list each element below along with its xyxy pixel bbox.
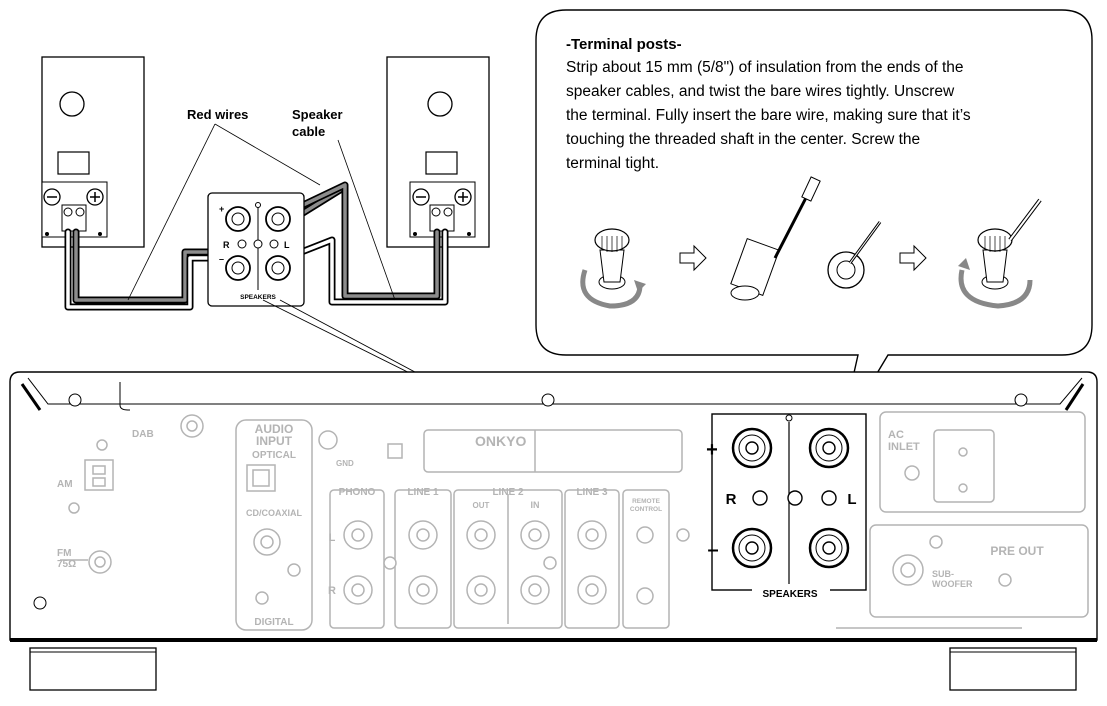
wire-labels: Red wires Speaker cable: [127, 107, 396, 301]
ac-label: AC: [888, 429, 904, 441]
left-speaker: [41, 56, 145, 248]
wire-insert-icon: [730, 176, 821, 301]
small-l-label: L: [284, 240, 290, 250]
dab-label: DAB: [132, 429, 154, 440]
speaker-plus-label: +: [706, 439, 718, 461]
callout-title: -Terminal posts-: [566, 36, 682, 53]
small-minus-label: –: [219, 254, 224, 264]
optical-label: OPTICAL: [252, 450, 296, 461]
channel-l-label: L: [329, 532, 336, 544]
speakers-terminal-block: + – R L SPEAKERS: [706, 413, 867, 600]
cd-coaxial-label: CD/COAXIAL: [246, 508, 303, 518]
callout-line-3: the terminal. Fully insert the bare wire…: [566, 107, 971, 124]
brand-logo: ONKYO: [475, 433, 526, 449]
digital-label: DIGITAL: [254, 617, 293, 628]
phono-label: PHONO: [339, 487, 376, 498]
in-label: IN: [531, 500, 540, 510]
line2-label: LINE 2: [492, 487, 524, 498]
callout-line-1: Strip about 15 mm (5/8") of insulation f…: [566, 59, 964, 76]
line1-label: LINE 1: [407, 487, 439, 498]
channel-r-label: R: [328, 585, 336, 597]
out-label: OUT: [473, 501, 490, 510]
control-label: CONTROL: [630, 506, 662, 513]
line3-label: LINE 3: [576, 487, 608, 498]
callout-line-4: touching the threaded shaft in the cente…: [566, 131, 920, 148]
speaker-l-label: L: [847, 491, 856, 508]
red-wires-label: Red wires: [187, 107, 248, 122]
panel-labels: DAB AM FM 75Ω AUDIO INPUT OPTICAL CD/COA…: [57, 422, 1044, 628]
fm-label: FM: [57, 548, 71, 559]
speaker-cable-label-line1: Speaker: [292, 107, 343, 122]
fm-ohm-label: 75Ω: [57, 559, 76, 570]
speaker-r-label: R: [726, 491, 737, 508]
speaker-terminal-detail: + – R L SPEAKERS: [207, 192, 305, 307]
input-label: INPUT: [256, 434, 293, 448]
speaker-minus-label: –: [707, 539, 718, 561]
right-arrow-icon: [679, 244, 707, 272]
audio-label: AUDIO: [255, 422, 294, 436]
small-r-label: R: [223, 240, 230, 250]
wire-in-shaft-icon: [827, 221, 882, 289]
woofer-label: WOOFER: [932, 579, 973, 589]
callout-line-2: speaker cables, and twist the bare wires…: [566, 83, 955, 100]
small-speakers-label: SPEAKERS: [240, 294, 276, 301]
inlet-label: INLET: [888, 441, 920, 453]
gnd-label: GND: [336, 459, 354, 468]
right-arrow-icon-2: [899, 244, 927, 272]
terminal-tighten-icon: [958, 198, 1042, 309]
right-speaker: [386, 56, 490, 248]
speakers-label: SPEAKERS: [762, 589, 817, 600]
terminal-unscrew-icon: [580, 228, 646, 309]
callout-line-5: terminal tight.: [566, 155, 659, 172]
terminal-posts-callout: -Terminal posts- Strip about 15 mm (5/8"…: [535, 9, 1093, 436]
small-plus-label: +: [219, 204, 224, 214]
sub-label: SUB-: [932, 569, 954, 579]
am-label: AM: [57, 479, 73, 490]
speaker-cable-label-line2: cable: [292, 124, 325, 139]
pre-out-label: PRE OUT: [990, 544, 1044, 558]
receiver-rear-panel: DAB AM FM 75Ω AUDIO INPUT OPTICAL CD/COA…: [9, 371, 1098, 691]
remote-label: REMOTE: [632, 498, 660, 505]
